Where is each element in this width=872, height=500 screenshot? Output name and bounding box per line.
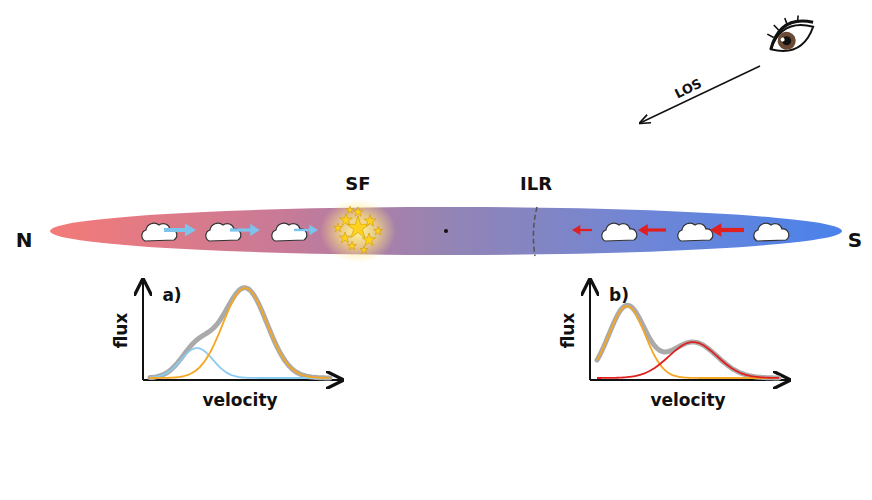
compass-label: S bbox=[848, 230, 862, 250]
ilr-arc bbox=[533, 207, 537, 256]
region-label: ILR bbox=[520, 175, 552, 193]
galaxy-disk bbox=[50, 207, 842, 255]
compass-label: N bbox=[16, 230, 33, 250]
los-arrow bbox=[640, 66, 760, 123]
galaxy-center bbox=[444, 229, 448, 233]
panel-label: a) bbox=[162, 287, 181, 304]
star-cluster bbox=[334, 206, 383, 253]
axis-label: velocity bbox=[202, 392, 277, 409]
panel-label: b) bbox=[609, 287, 629, 304]
axis-label: velocity bbox=[650, 392, 725, 409]
motion-arrows bbox=[164, 223, 744, 237]
eye-icon bbox=[761, 7, 820, 59]
clouds-north bbox=[142, 223, 307, 241]
clouds-south bbox=[602, 223, 789, 241]
plot-b-axes bbox=[590, 280, 789, 380]
axis-label: flux bbox=[113, 312, 130, 348]
axis-label: flux bbox=[560, 312, 577, 348]
region-label: SF bbox=[345, 175, 370, 193]
star-formation-glow bbox=[320, 199, 396, 263]
arrow-label: LOS bbox=[672, 76, 703, 100]
line-profiles bbox=[150, 288, 779, 378]
plot-a-axes bbox=[143, 280, 342, 380]
